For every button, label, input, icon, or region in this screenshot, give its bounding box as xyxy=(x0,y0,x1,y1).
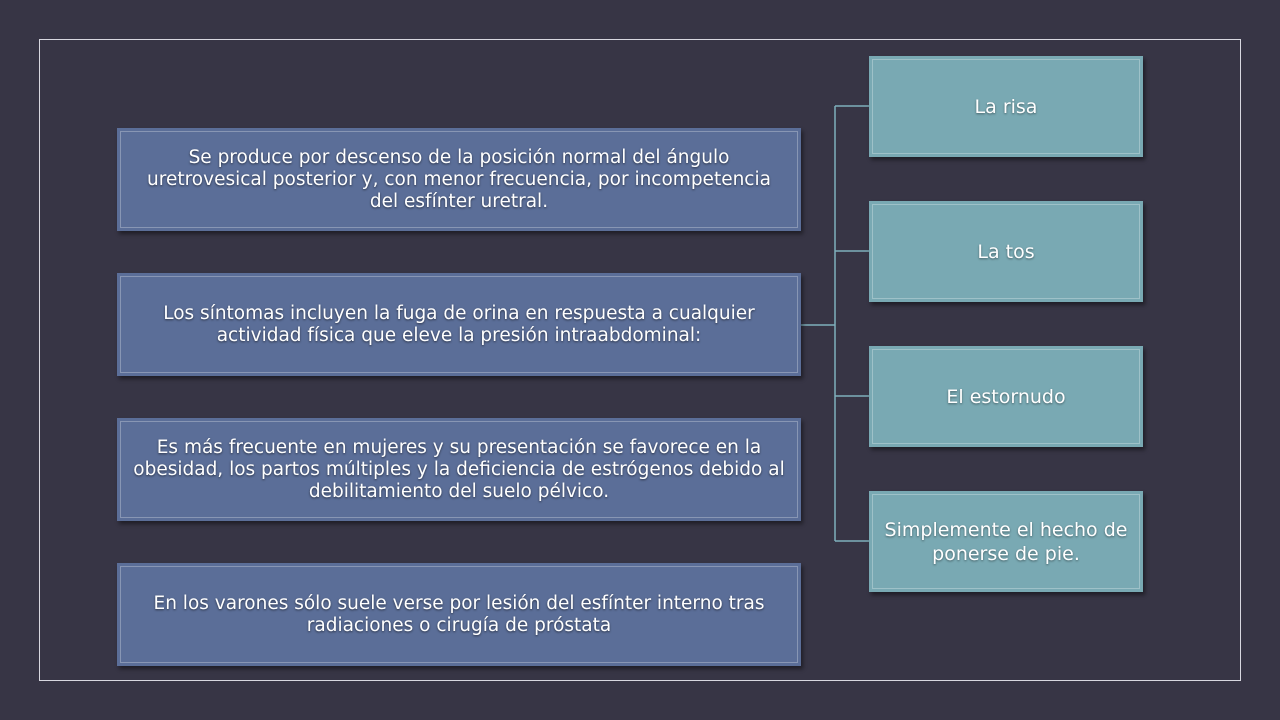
left-box-frequency-text: Es más frecuente en mujeres y su present… xyxy=(133,436,785,502)
left-box-frequency: Es más frecuente en mujeres y su present… xyxy=(117,418,801,521)
right-box-sneeze: El estornudo xyxy=(869,346,1143,447)
slide-frame xyxy=(39,39,1241,681)
right-box-cough: La tos xyxy=(869,201,1143,302)
right-box-laugh-text: La risa xyxy=(974,95,1038,118)
right-box-cough-text: La tos xyxy=(977,240,1035,263)
right-box-laugh: La risa xyxy=(869,56,1143,157)
right-box-sneeze-text: El estornudo xyxy=(946,385,1066,408)
left-box-cause: Se produce por descenso de la posición n… xyxy=(117,128,801,231)
right-box-standing-text: Simplemente el hecho de ponerse de pie. xyxy=(884,518,1128,565)
left-box-cause-text: Se produce por descenso de la posición n… xyxy=(147,146,771,212)
left-box-men: En los varones sólo suele verse por lesi… xyxy=(117,563,801,666)
left-box-symptoms: Los síntomas incluyen la fuga de orina e… xyxy=(117,273,801,376)
right-box-standing: Simplemente el hecho de ponerse de pie. xyxy=(869,491,1143,592)
left-box-men-text: En los varones sólo suele verse por lesi… xyxy=(153,592,765,636)
left-box-symptoms-text: Los síntomas incluyen la fuga de orina e… xyxy=(163,302,755,346)
